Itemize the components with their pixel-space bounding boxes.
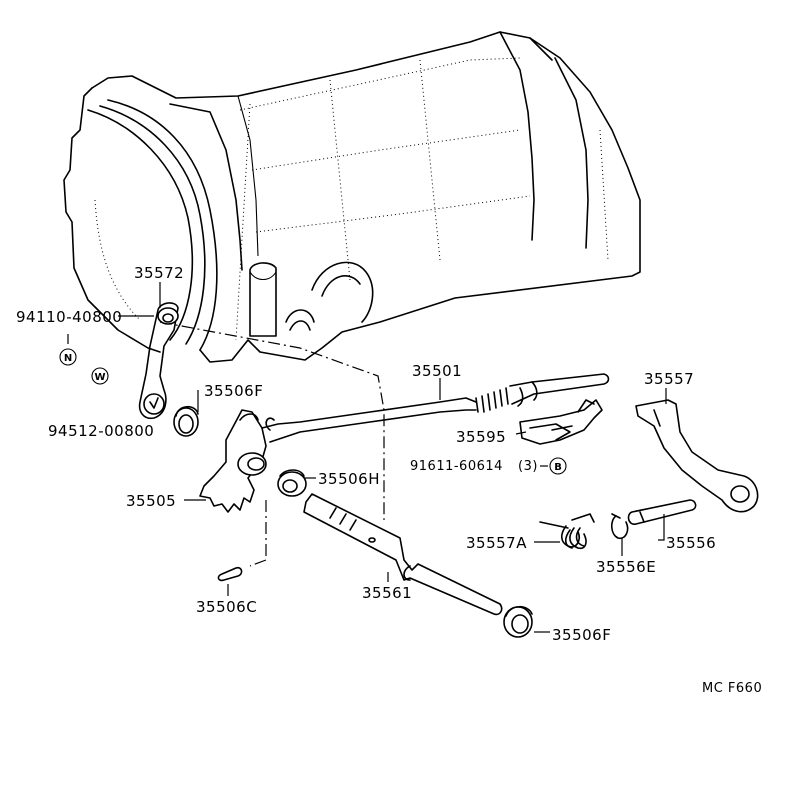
bracket-35595: [519, 399, 603, 445]
label-35506H: 35506H: [318, 470, 380, 488]
label-35506F-upper: 35506F: [204, 382, 263, 400]
label-91611-qty: (3): [518, 459, 538, 474]
label-94110-40800: 94110-40800: [16, 308, 122, 326]
part-labels: 35572 94110-40800 94512-00800 35506F 355…: [16, 264, 762, 696]
centerline: [159, 321, 385, 520]
clip-35556E: [610, 513, 629, 540]
label-35506C: 35506C: [196, 598, 257, 616]
label-94512-00800: 94512-00800: [48, 422, 154, 440]
marker-B: B: [549, 457, 567, 475]
marker-N: N: [59, 348, 77, 366]
seal-35506F-upper: [173, 405, 199, 437]
lever-35557: [635, 399, 759, 513]
figure-code: MC F660: [702, 681, 762, 696]
spring-35557A: [539, 513, 595, 550]
pin-35506C: [217, 566, 243, 582]
seal-35506F-lower: [503, 605, 533, 638]
pin-35556: [627, 499, 697, 525]
label-35506F-lower: 35506F: [552, 626, 611, 644]
marker-W-text: W: [94, 372, 105, 383]
leader-lines: [67, 282, 667, 633]
label-35595: 35595: [456, 428, 506, 446]
rod-35501: [261, 373, 610, 443]
label-35556E: 35556E: [596, 558, 656, 576]
link-line: [249, 559, 267, 567]
lever-35572: [138, 302, 179, 420]
label-35557: 35557: [644, 370, 694, 388]
marker-W: W: [91, 367, 109, 385]
label-35501: 35501: [412, 362, 462, 380]
transmission-case: [63, 31, 641, 363]
label-35572: 35572: [134, 264, 184, 282]
label-35561: 35561: [362, 584, 412, 602]
label-91611-60614: 91611-60614: [410, 459, 503, 474]
marker-N-text: N: [64, 353, 72, 364]
label-35557A: 35557A: [466, 534, 527, 552]
label-35505: 35505: [126, 492, 176, 510]
marker-B-text: B: [554, 462, 562, 473]
shaft-35561: [303, 493, 503, 616]
label-35556: 35556: [666, 534, 716, 552]
detent-plate-35505: [199, 409, 267, 513]
bushing-35506H: [277, 469, 307, 497]
